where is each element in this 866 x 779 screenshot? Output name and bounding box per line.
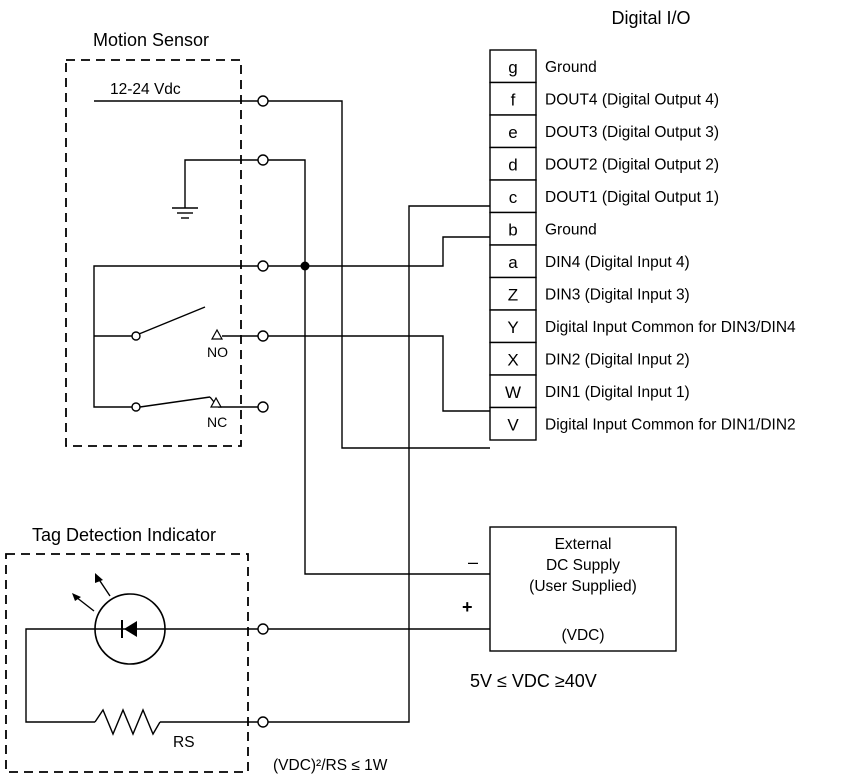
sensor-terminal-no: [257, 330, 269, 342]
pin-row-a: a DIN4 (Digital Input 4): [489, 244, 690, 279]
external-dc-supply: External DC Supply (User Supplied) (VDC)…: [462, 526, 677, 691]
pin-letter: V: [507, 416, 519, 435]
pin-row-W: W DIN1 (Digital Input 1): [489, 374, 690, 409]
supply-plus-label: +: [462, 597, 473, 617]
sensor-terminal-common: [257, 260, 269, 272]
pin-letter: b: [508, 221, 517, 240]
pin-label: DIN2 (Digital Input 2): [545, 352, 690, 369]
pin-row-d: d DOUT2 (Digital Output 2): [489, 146, 719, 181]
nc-switch-icon: [131, 396, 258, 412]
pin-letter: f: [511, 91, 516, 110]
motion-sensor-title: Motion Sensor: [93, 30, 209, 50]
pin-label: DIN3 (Digital Input 3): [545, 287, 690, 304]
supply-minus-label: –: [468, 552, 478, 572]
pin-row-e: e DOUT3 (Digital Output 3): [489, 114, 719, 149]
pin-letter: d: [508, 156, 517, 175]
indicator-terminal-led: [257, 623, 269, 635]
digital-io-title: Digital I/O: [611, 8, 690, 28]
sensor-terminal-ground: [257, 154, 269, 166]
supply-line-2: DC Supply: [546, 557, 620, 574]
tag-indicator-title: Tag Detection Indicator: [32, 525, 216, 545]
pin-row-g: g Ground: [489, 49, 597, 84]
resistor-label: RS: [173, 734, 195, 751]
pin-label: Ground: [545, 59, 597, 76]
external-wiring: [268, 100, 490, 723]
sensor-terminal-nc: [257, 401, 269, 413]
pin-label: Digital Input Common for DIN3/DIN4: [545, 319, 796, 336]
pin-label: DOUT3 (Digital Output 3): [545, 124, 719, 141]
sensor-terminal-supply: [257, 95, 269, 107]
junction-dot: [300, 261, 310, 271]
no-switch-icon: [131, 306, 258, 341]
supply-voltage-label: 12-24 Vdc: [110, 81, 181, 98]
nc-label: NC: [207, 414, 227, 430]
ground-icon: [172, 159, 258, 219]
pin-letter: g: [508, 58, 517, 77]
led-icon: [72, 573, 166, 665]
pin-row-c: c DOUT1 (Digital Output 1): [489, 179, 719, 214]
resistor-icon: [94, 708, 161, 736]
pin-row-b: b Ground: [489, 211, 597, 246]
supply-voltage-range: 5V ≤ VDC ≥40V: [470, 671, 597, 691]
supply-vdc-label: (VDC): [561, 627, 604, 644]
pin-label: DOUT1 (Digital Output 1): [545, 189, 719, 206]
pin-label: DOUT2 (Digital Output 2): [545, 157, 719, 174]
pin-row-Y: Y Digital Input Common for DIN3/DIN4: [489, 309, 796, 344]
pin-label: DOUT4 (Digital Output 4): [545, 92, 719, 109]
motion-sensor-enclosure: [65, 59, 242, 447]
power-formula: (VDC)²/RS ≤ 1W: [273, 757, 388, 774]
pin-letter: Z: [508, 286, 518, 305]
pin-row-f: f DOUT4 (Digital Output 4): [489, 81, 719, 116]
pin-row-V: V Digital Input Common for DIN1/DIN2: [489, 406, 796, 441]
pin-label: Digital Input Common for DIN1/DIN2: [545, 417, 796, 434]
pin-letter: c: [509, 188, 518, 207]
pin-letter: Y: [507, 318, 518, 337]
no-label: NO: [207, 344, 228, 360]
tag-indicator-enclosure: [5, 553, 249, 773]
supply-line-3: (User Supplied): [529, 578, 637, 595]
pin-letter: e: [508, 123, 517, 142]
pin-letter: W: [505, 383, 521, 402]
motion-sensor-internals: 12-24 Vdc NO NC: [93, 81, 269, 430]
pin-label: DIN4 (Digital Input 4): [545, 254, 690, 271]
indicator-terminal-resistor: [257, 716, 269, 728]
pin-label: DIN1 (Digital Input 1): [545, 384, 690, 401]
pin-label: Ground: [545, 222, 597, 239]
tag-indicator-internals: RS: [25, 573, 269, 751]
pin-row-X: X DIN2 (Digital Input 2): [489, 341, 690, 376]
pin-letter: X: [507, 351, 518, 370]
pin-letter: a: [508, 253, 518, 272]
pin-row-Z: Z DIN3 (Digital Input 3): [489, 276, 690, 311]
supply-line-1: External: [555, 536, 612, 553]
